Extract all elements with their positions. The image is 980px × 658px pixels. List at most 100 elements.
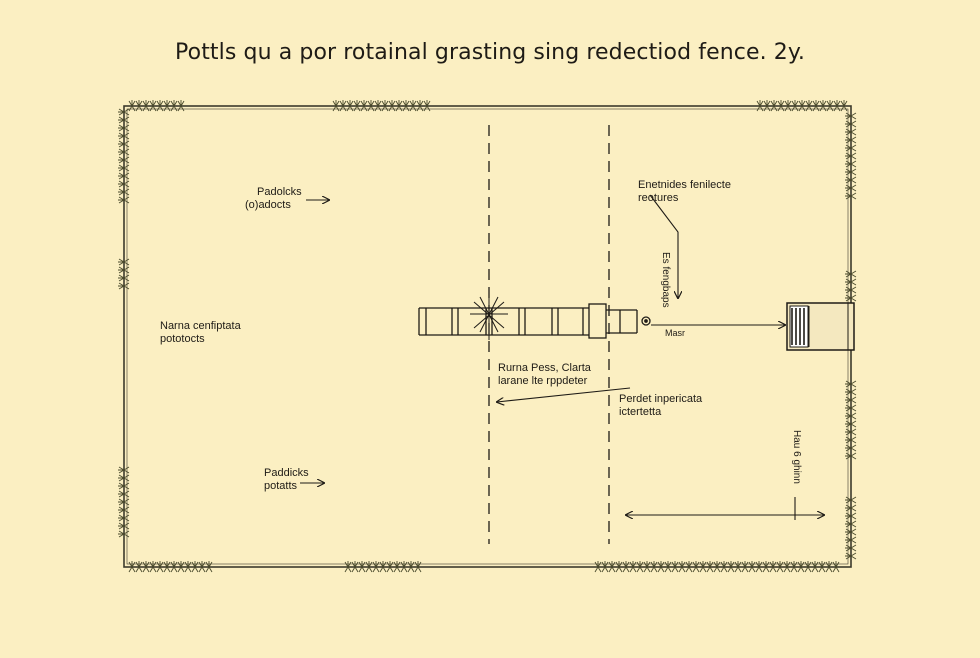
grass-tuft xyxy=(407,561,415,573)
grass-tuft xyxy=(622,561,630,573)
grass-tuft xyxy=(156,561,164,573)
grass-tuft xyxy=(142,100,150,112)
grass-tuft xyxy=(845,544,857,552)
grass-tuft xyxy=(845,452,857,460)
grass-tuft xyxy=(741,561,749,573)
grass-tuft xyxy=(776,561,784,573)
grass-tuft xyxy=(163,561,171,573)
grass-tuft xyxy=(833,100,841,112)
grass-tuft xyxy=(770,100,778,112)
grass-tuft xyxy=(763,100,771,112)
grass-tuft xyxy=(832,561,840,573)
grass-tuft xyxy=(845,192,857,200)
grass-tuft xyxy=(118,498,130,506)
label-paddocks-bottom: Paddicks potatts xyxy=(264,467,309,493)
label-name-left: Narna cenfiptata pototocts xyxy=(160,320,241,346)
label-line: Rurna Pess, Clarta xyxy=(498,362,591,374)
label-right: Perdet inpericata ictertetta xyxy=(619,393,702,419)
grass-tuft xyxy=(791,100,799,112)
label-line: Padolcks xyxy=(257,186,302,198)
grass-tuft xyxy=(845,380,857,388)
label-paddocks-top: Padolcks (o)adocts xyxy=(245,186,302,212)
grass-tuft xyxy=(118,490,130,498)
grass-tuft xyxy=(601,561,609,573)
grass-tuft xyxy=(783,561,791,573)
arrow-center xyxy=(497,387,631,402)
grass-tuft xyxy=(643,561,651,573)
grass-tuft xyxy=(372,561,380,573)
grass-tuft xyxy=(365,561,373,573)
grass-tuft xyxy=(657,561,665,573)
grass-tuft xyxy=(118,466,130,474)
grass-tuft xyxy=(346,100,354,112)
grass-tuft xyxy=(135,100,143,112)
grass-tuft xyxy=(685,561,693,573)
grass-tufts xyxy=(118,100,857,573)
grass-tuft xyxy=(118,258,130,266)
grass-tuft xyxy=(845,160,857,168)
grass-tuft xyxy=(692,561,700,573)
grass-tuft xyxy=(636,561,644,573)
label-line: potatts xyxy=(264,480,298,492)
label-line: Enetnides fenilecte xyxy=(638,179,731,191)
grass-tuft xyxy=(156,100,164,112)
grass-tuft xyxy=(845,404,857,412)
gate-assembly xyxy=(418,296,651,340)
grass-tuft xyxy=(118,180,130,188)
grass-tuft xyxy=(118,132,130,140)
grass-tuft xyxy=(845,420,857,428)
grass-tuft xyxy=(163,100,171,112)
grass-tuft xyxy=(395,100,403,112)
grass-tuft xyxy=(205,561,213,573)
perimeter-fence xyxy=(118,100,857,573)
grass-tuft xyxy=(845,528,857,536)
grass-tuft xyxy=(819,100,827,112)
grass-tuft xyxy=(845,176,857,184)
grass-tuft xyxy=(149,561,157,573)
grass-tuft xyxy=(402,100,410,112)
grass-tuft xyxy=(784,100,792,112)
grass-tuft xyxy=(845,120,857,128)
grass-tuft xyxy=(177,561,185,573)
grass-tuft xyxy=(170,100,178,112)
grass-tuft xyxy=(840,100,848,112)
grass-tuft xyxy=(845,278,857,286)
grass-tuft xyxy=(118,522,130,530)
grass-tuft xyxy=(825,561,833,573)
grass-tuft xyxy=(629,561,637,573)
grass-tuft xyxy=(118,530,130,538)
grass-tuft xyxy=(845,520,857,528)
grass-tuft xyxy=(118,188,130,196)
grass-tuft xyxy=(118,282,130,290)
grass-tuft xyxy=(149,100,157,112)
grass-tuft xyxy=(727,561,735,573)
grass-tuft xyxy=(845,128,857,136)
grass-tuft xyxy=(845,294,857,302)
grass-tuft xyxy=(118,274,130,282)
diagram-title: Pottls qu a por rotainal grasting sing r… xyxy=(175,40,805,65)
grass-tuft xyxy=(845,112,857,120)
grass-tuft xyxy=(393,561,401,573)
grass-tuft xyxy=(755,561,763,573)
grass-tuft xyxy=(818,561,826,573)
grass-tuft xyxy=(184,561,192,573)
grass-tuft xyxy=(118,124,130,132)
grass-tuft xyxy=(118,172,130,180)
grass-tuft xyxy=(845,270,857,278)
grass-tuft xyxy=(118,474,130,482)
grass-tuft xyxy=(358,561,366,573)
label-line: reotures xyxy=(638,192,679,204)
grass-tuft xyxy=(845,428,857,436)
grass-tuft xyxy=(594,561,602,573)
grass-tuft xyxy=(386,561,394,573)
grass-tuft xyxy=(135,561,143,573)
grass-tuft xyxy=(118,482,130,490)
grass-tuft xyxy=(128,100,136,112)
grass-tuft xyxy=(769,561,777,573)
grass-tuft xyxy=(400,561,408,573)
grass-tuft xyxy=(845,512,857,520)
grass-tuft xyxy=(845,144,857,152)
grass-tuft xyxy=(374,100,382,112)
grass-tuft xyxy=(845,184,857,192)
